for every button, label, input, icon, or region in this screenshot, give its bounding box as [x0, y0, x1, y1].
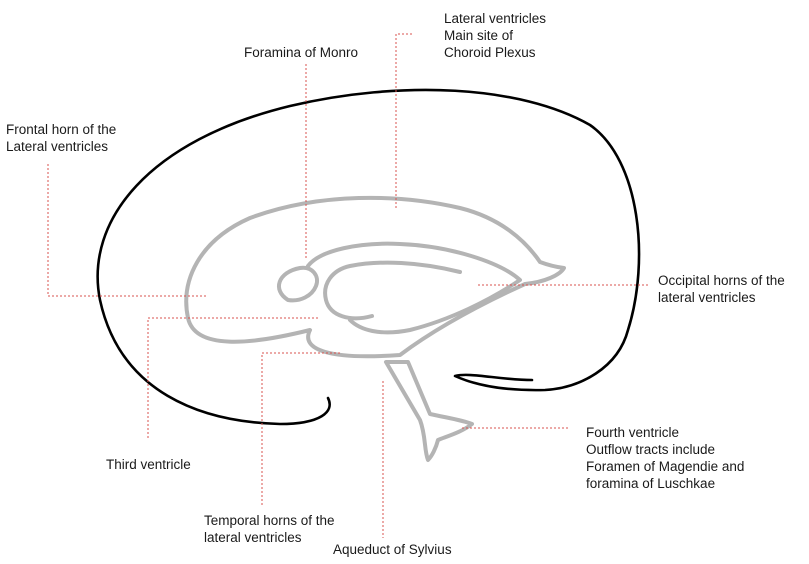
label-temporal-horns: Temporal horns of the lateral ventricles	[204, 512, 335, 546]
label-frontal-horn: Frontal horn of the Lateral ventricles	[6, 121, 116, 155]
leader-lateral-ventricles	[396, 34, 412, 208]
label-foramina-monro: Foramina of Monro	[244, 44, 358, 61]
leader-temporal-horns	[262, 353, 340, 507]
inner-c-loop	[325, 263, 460, 319]
thalamus-outline	[308, 244, 520, 333]
label-aqueduct: Aqueduct of Sylvius	[333, 541, 452, 558]
label-fourth-ventricle: Fourth ventricle Outflow tracts include …	[586, 424, 744, 492]
third-ventricle-shape	[279, 268, 317, 301]
leader-third-ventricle	[148, 318, 318, 440]
label-third-ventricle: Third ventricle	[106, 456, 191, 473]
brain-outline	[98, 90, 639, 424]
label-occipital-horns: Occipital horns of the lateral ventricle…	[658, 272, 785, 306]
leader-frontal-horn	[48, 164, 208, 296]
label-lateral-ventricles: Lateral ventricles Main site of Choroid …	[444, 10, 546, 61]
